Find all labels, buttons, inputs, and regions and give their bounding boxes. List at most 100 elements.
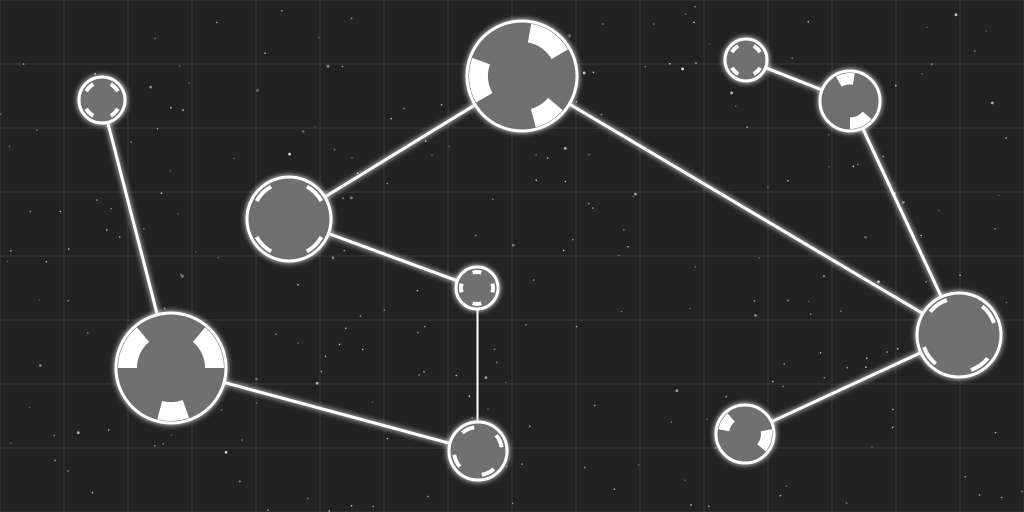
star xyxy=(926,26,928,29)
star xyxy=(693,21,695,24)
network-nodes xyxy=(77,19,1003,482)
star xyxy=(118,236,121,238)
node-top-center-large[interactable] xyxy=(465,19,579,133)
star xyxy=(954,13,958,17)
star xyxy=(306,497,309,500)
star xyxy=(143,228,145,230)
node-center-small[interactable] xyxy=(454,265,500,311)
star xyxy=(68,248,70,250)
star xyxy=(706,418,708,421)
star xyxy=(1005,137,1007,139)
star xyxy=(383,309,386,311)
star xyxy=(350,505,353,507)
star xyxy=(896,348,899,350)
node-tick xyxy=(490,283,495,293)
star xyxy=(807,21,810,23)
star xyxy=(371,401,374,404)
node-wedge xyxy=(117,327,150,368)
star xyxy=(343,249,346,252)
node-tick xyxy=(452,454,462,469)
node-left-center[interactable] xyxy=(245,175,333,263)
star xyxy=(239,480,241,483)
star xyxy=(886,351,888,353)
node-right-large[interactable] xyxy=(915,291,1003,379)
node-wedge xyxy=(527,23,568,59)
star xyxy=(592,71,595,74)
node-bottom-right[interactable] xyxy=(714,403,776,465)
star xyxy=(865,366,867,368)
star xyxy=(264,52,266,54)
star xyxy=(828,133,830,136)
star xyxy=(403,107,405,110)
link-n8-n7 xyxy=(764,66,824,92)
star xyxy=(669,62,671,65)
star xyxy=(921,73,923,75)
star xyxy=(845,502,848,504)
star xyxy=(418,374,420,376)
star xyxy=(994,431,997,434)
node-tick xyxy=(109,107,120,118)
node-tick xyxy=(494,433,504,448)
node-body xyxy=(447,420,509,482)
star xyxy=(468,395,471,398)
star xyxy=(1001,496,1003,499)
star xyxy=(182,109,184,111)
node-top-right-small[interactable] xyxy=(723,37,769,83)
star xyxy=(107,429,110,431)
star xyxy=(130,141,132,143)
star xyxy=(505,381,507,384)
star xyxy=(959,274,961,277)
star xyxy=(593,404,596,407)
star xyxy=(714,447,717,449)
node-links xyxy=(106,66,943,445)
node-tick xyxy=(472,301,482,306)
star xyxy=(938,209,940,212)
star xyxy=(91,491,94,494)
star xyxy=(588,153,590,156)
star xyxy=(86,332,89,334)
star xyxy=(386,437,389,440)
node-tick xyxy=(305,184,324,203)
node-bottom-center[interactable] xyxy=(447,420,509,482)
star xyxy=(487,408,489,410)
star xyxy=(53,434,55,437)
star xyxy=(535,154,537,156)
node-top-left-small[interactable] xyxy=(77,75,127,125)
star xyxy=(620,310,623,313)
star xyxy=(985,30,987,32)
star xyxy=(36,129,38,131)
star xyxy=(423,371,425,373)
star xyxy=(613,488,616,491)
star xyxy=(0,113,2,115)
star xyxy=(575,325,578,328)
star xyxy=(342,197,344,199)
star xyxy=(583,466,586,469)
star xyxy=(351,157,353,159)
node-left-large[interactable] xyxy=(114,311,228,425)
star xyxy=(808,300,810,303)
star xyxy=(54,459,56,462)
star xyxy=(521,463,523,465)
star xyxy=(694,266,696,268)
star xyxy=(568,34,571,38)
star xyxy=(255,402,258,404)
star xyxy=(67,300,70,302)
star xyxy=(471,416,474,419)
node-tick xyxy=(730,44,740,54)
node-wedge xyxy=(757,429,773,452)
star xyxy=(964,475,966,478)
link-n9-n10 xyxy=(769,351,923,424)
star xyxy=(297,342,299,344)
star xyxy=(94,72,96,75)
star xyxy=(359,315,362,317)
star xyxy=(746,126,748,128)
node-tick xyxy=(481,467,496,477)
star xyxy=(372,505,375,508)
node-top-right[interactable] xyxy=(818,69,882,133)
star xyxy=(865,357,868,360)
star xyxy=(241,439,243,441)
star xyxy=(224,450,228,454)
star xyxy=(681,67,684,71)
star xyxy=(493,348,496,351)
